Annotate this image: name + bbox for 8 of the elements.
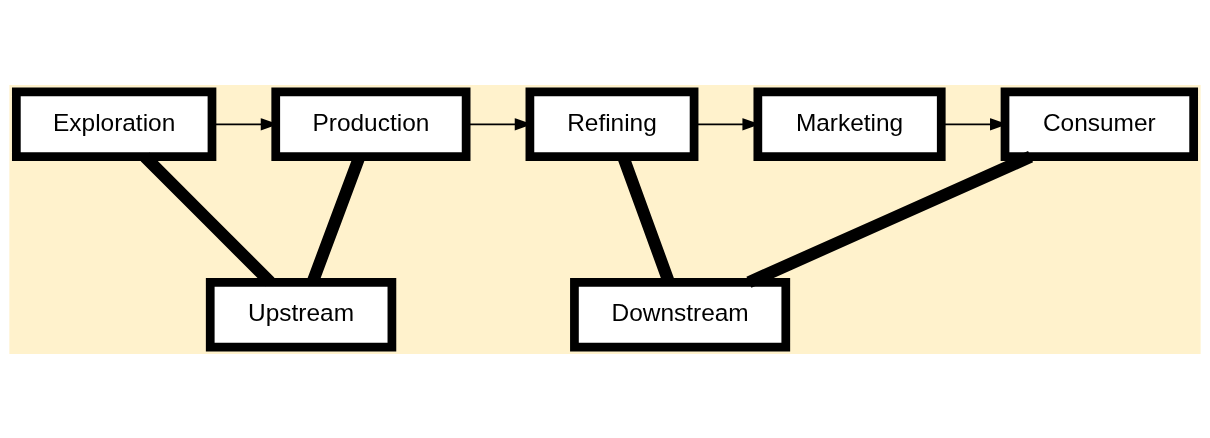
node-box: Exploration: [11, 87, 217, 161]
node-box: Consumer: [1000, 87, 1199, 161]
node-box: Upstream: [205, 277, 397, 351]
node-box: Refining: [525, 87, 699, 161]
connector: [746, 150, 1034, 288]
node-box: Downstream: [570, 277, 791, 351]
node-box: Marketing: [753, 87, 946, 161]
node-box: Production: [271, 87, 471, 161]
